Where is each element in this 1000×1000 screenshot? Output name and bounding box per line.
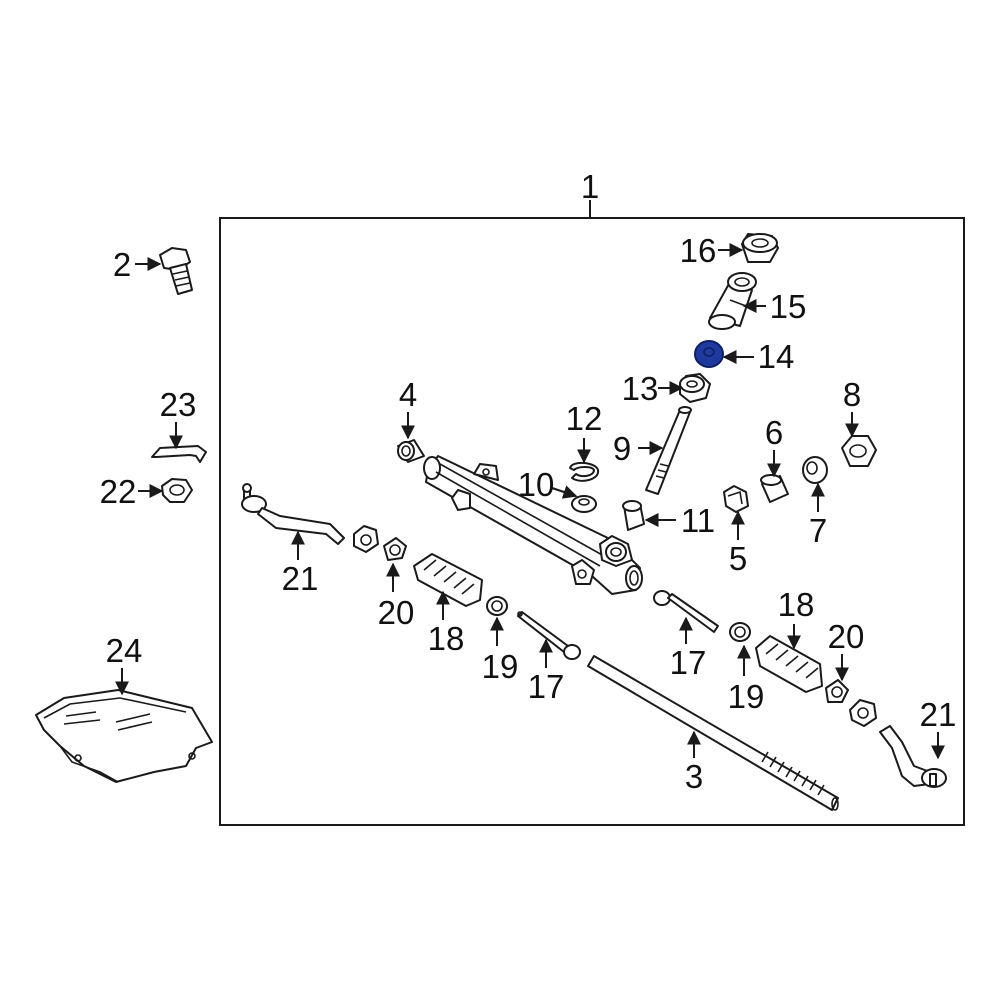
part-14-seal-highlighted (694, 340, 724, 368)
callout-24: 24 (106, 632, 143, 669)
callout-9: 9 (613, 430, 631, 467)
part-2-bolt (159, 247, 193, 295)
part-9-pinion-shaft (645, 406, 692, 495)
part-18-boot-left (413, 553, 483, 607)
callout-3: 3 (685, 758, 703, 795)
part-12-snap-ring (569, 462, 600, 482)
part-20-clamp-left (383, 537, 407, 561)
part-19-band-right (729, 622, 751, 642)
part-22-nut (161, 478, 193, 503)
part-4-bushing (397, 439, 425, 463)
part-11-bushing (622, 500, 645, 531)
callout-19-left: 19 (482, 648, 519, 685)
callout-15: 15 (770, 288, 807, 325)
callout-17-right: 17 (670, 644, 707, 681)
part-17-inner-tie-rod-left (517, 611, 581, 660)
part-5-yoke (723, 485, 749, 513)
callout-14: 14 (758, 338, 795, 375)
part-21-tie-rod-end-left (241, 483, 345, 545)
callout-10: 10 (518, 466, 555, 503)
callout-19-right: 19 (728, 678, 765, 715)
part-15-sleeve (708, 272, 757, 330)
callout-20-right: 20 (828, 618, 865, 655)
part-20-clamp-right (825, 679, 849, 703)
callout-21-left: 21 (282, 560, 319, 597)
assembly-frame (219, 217, 965, 826)
part-19-band-left (486, 596, 508, 616)
callout-11: 11 (681, 502, 715, 539)
callout-20-left: 20 (378, 594, 415, 631)
part-23-clip (151, 445, 207, 463)
callout-4: 4 (399, 376, 417, 413)
callout-12: 12 (566, 400, 603, 437)
callout-18-right: 18 (778, 586, 815, 623)
callout-8: 8 (843, 376, 861, 413)
callout-16: 16 (680, 232, 717, 269)
callout-22: 22 (100, 473, 137, 510)
callout-1: 1 (581, 168, 599, 205)
callout-18-left: 18 (428, 620, 465, 657)
part-21-tie-rod-end-right (879, 725, 947, 788)
callout-13: 13 (622, 370, 659, 407)
callout-labels: 1 2 3 4 5 6 7 8 9 10 11 12 13 14 15 16 1… (100, 168, 957, 795)
part-nut-right (849, 699, 877, 727)
leader-arrows (115, 243, 945, 760)
part-1-rack-housing (423, 455, 643, 595)
part-8-lock-nut (841, 435, 877, 467)
part-16-cap (741, 233, 779, 263)
callout-5: 5 (729, 540, 747, 577)
callout-21-right: 21 (920, 696, 957, 733)
part-nut-left (353, 525, 379, 553)
part-7-plug (802, 456, 828, 484)
callout-6: 6 (765, 414, 783, 451)
part-10-washer (571, 495, 597, 513)
part-13-bearing (679, 373, 711, 403)
part-3-rack-bar (587, 655, 839, 811)
callout-17-left: 17 (528, 668, 565, 705)
part-17-inner-tie-rod-right (653, 590, 719, 633)
callout-23: 23 (160, 386, 197, 423)
callout-7: 7 (809, 512, 827, 549)
part-24-shield (35, 689, 213, 783)
part-6-cylinder (760, 474, 789, 503)
part-18-boot-right (755, 635, 823, 693)
callout-2: 2 (113, 246, 131, 283)
